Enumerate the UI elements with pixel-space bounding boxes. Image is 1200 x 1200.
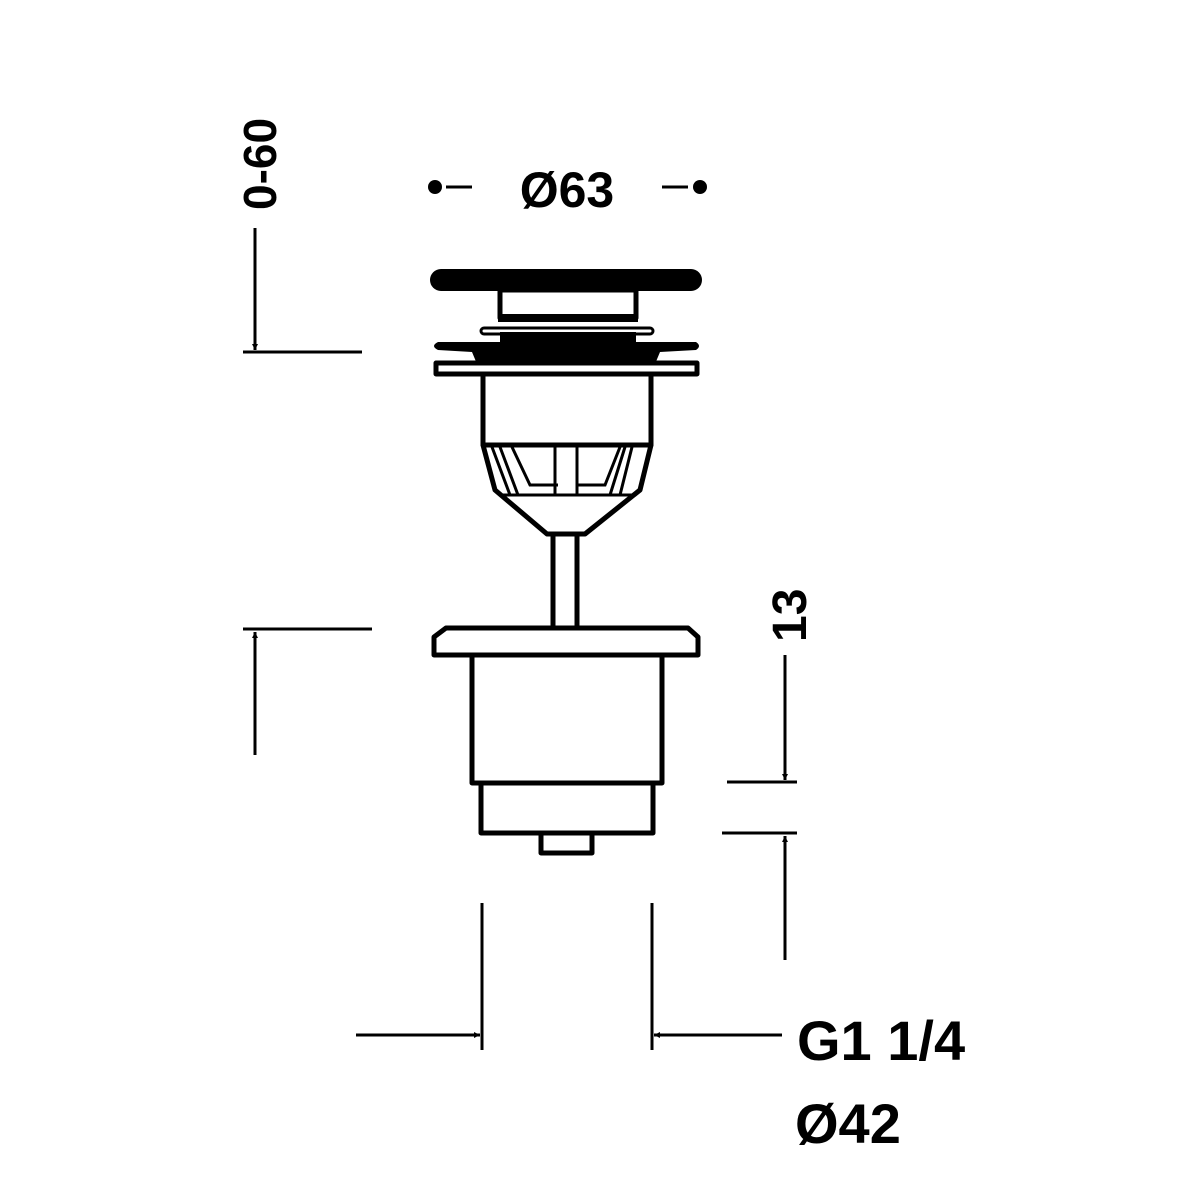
lower-flange (431, 625, 701, 658)
height-dimension: 0-60 (234, 118, 372, 755)
rod (550, 531, 580, 631)
dot (428, 180, 442, 194)
cap-diameter-label: Ø63 (520, 162, 615, 218)
thread-length-dimension: 13 (722, 589, 817, 960)
upper-body (480, 371, 654, 448)
body-diameter-dimension: G1 1/4 Ø42 (356, 903, 965, 1155)
thread-body (478, 780, 656, 836)
cap-diameter-dimension: Ø63 (428, 162, 707, 218)
thread-length-label: 13 (764, 589, 817, 642)
dot (693, 180, 707, 194)
pop-up-drain (430, 269, 702, 856)
stem-band (498, 314, 638, 322)
body-diameter-label: Ø42 (795, 1092, 901, 1155)
height-range-label: 0-60 (234, 118, 286, 210)
lower-body (469, 652, 665, 786)
thread-label: G1 1/4 (797, 1009, 965, 1072)
cap-stem (497, 287, 639, 321)
cap (430, 269, 702, 291)
strainer-cone (480, 442, 654, 537)
flange-top (434, 342, 699, 364)
bottom-nub (538, 830, 595, 856)
strainer-ribs (490, 446, 634, 497)
